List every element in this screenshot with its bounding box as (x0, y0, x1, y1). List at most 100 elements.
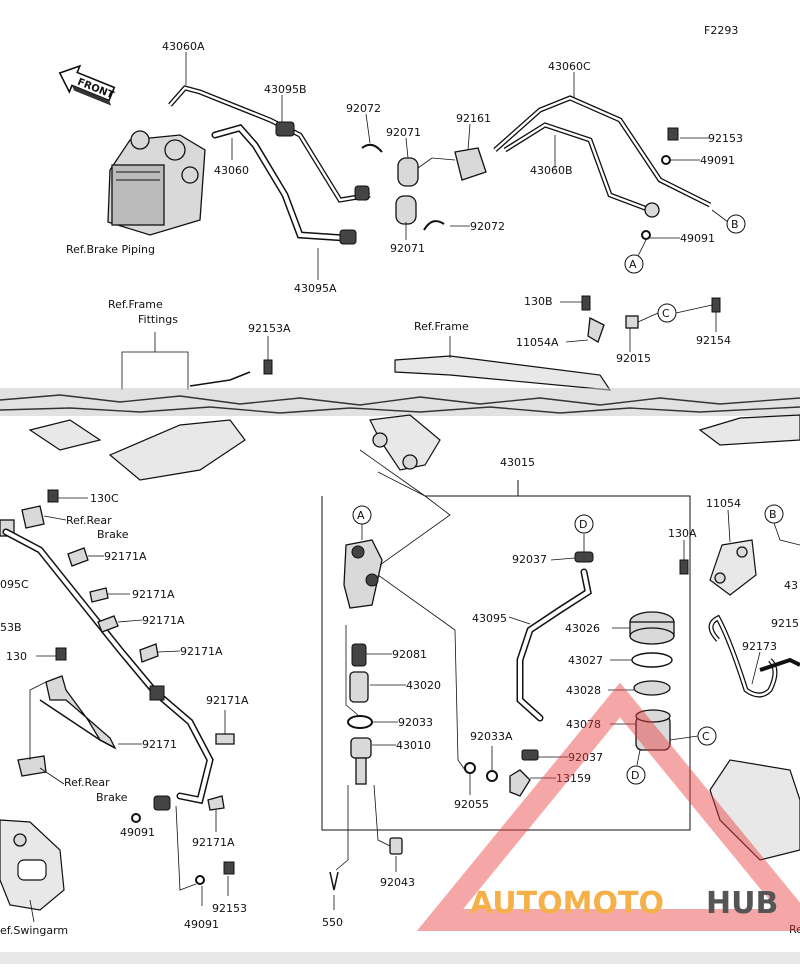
label-095C-edge: 095C (0, 578, 29, 591)
grommets-92171A (67, 547, 235, 811)
label-49091-b: 49091 (680, 232, 715, 245)
pin-92043 (389, 837, 403, 855)
grommet-lower (395, 195, 417, 225)
label-9215-edge: 9215 (771, 617, 799, 630)
callout-d-lower: D (626, 765, 646, 785)
callout-b-top: B (726, 214, 746, 234)
label-92071-b: 92071 (390, 242, 425, 255)
spring-92081 (351, 643, 367, 667)
hose-clamp-92171 (45, 675, 117, 750)
ref-rear-brake-1b: Brake (97, 528, 129, 541)
bolt-92153A (263, 359, 273, 375)
callout-a-mid: A (352, 505, 372, 525)
label-130: 130 (6, 650, 27, 663)
ref-frame-fittings-1: Ref.Frame (108, 298, 163, 311)
label-53B-edge: 53B (0, 621, 22, 634)
svg-text:D: D (631, 769, 639, 782)
svg-text:D: D (579, 518, 587, 531)
watermark-triangle-icon (416, 682, 800, 931)
label-130B: 130B (524, 295, 553, 308)
label-92154: 92154 (696, 334, 731, 347)
label-43-edge: 43 (784, 579, 798, 592)
bracket-fitting (108, 419, 246, 481)
svg-text:A: A (357, 509, 365, 522)
label-92072-a: 92072 (346, 102, 381, 115)
label-92055: 92055 (454, 798, 489, 811)
label-92171A-4: 92171A (180, 645, 223, 658)
clamp-lower-left (17, 755, 47, 777)
label-92033: 92033 (398, 716, 433, 729)
figure-code: F2293 (704, 24, 738, 37)
band-details (0, 394, 800, 414)
label-130A: 130A (668, 527, 697, 540)
washer-49091-lower (641, 230, 651, 240)
collar-92015 (625, 315, 639, 329)
label-43060: 43060 (214, 164, 249, 177)
clamp-upper-left (21, 505, 45, 529)
label-43028: 43028 (566, 684, 601, 697)
rear-frame-right (709, 759, 800, 861)
banjo-fitting (644, 202, 660, 218)
label-92037-b: 92037 (568, 751, 603, 764)
master-cylinder-body (343, 539, 383, 609)
o-ring-92055 (464, 762, 476, 774)
ref-frame: Ref.Frame (414, 320, 469, 333)
label-92081: 92081 (392, 648, 427, 661)
clamp-92037-upper (574, 551, 594, 563)
diaphragm-43028 (633, 680, 671, 696)
bracket-11054A (587, 317, 605, 343)
callout-c-mid: C (697, 726, 717, 746)
label-43060B: 43060B (530, 164, 573, 177)
svg-text:A: A (629, 258, 637, 271)
bolt-92153-lower (223, 861, 235, 875)
bolt-130B (581, 295, 591, 311)
o-ring-92033A (486, 770, 498, 782)
label-92015: 92015 (616, 352, 651, 365)
label-92171: 92171 (142, 738, 177, 751)
clip-92072-lower (423, 220, 445, 231)
callout-a-top: A (624, 254, 644, 274)
joint-13159 (509, 769, 531, 797)
cotter-pin-550 (329, 871, 339, 891)
label-92171A-6: 92171A (192, 836, 235, 849)
label-43026: 43026 (565, 622, 600, 635)
label-92171A-3: 92171A (142, 614, 185, 627)
label-92033A: 92033A (470, 730, 513, 743)
label-92153A: 92153A (248, 322, 291, 335)
label-11054: 11054 (706, 497, 741, 510)
piston-43020 (349, 671, 369, 703)
callout-d-mid: D (574, 514, 594, 534)
label-92171A-1: 92171A (104, 550, 147, 563)
label-43095A: 43095A (294, 282, 337, 295)
banjo-bolt (153, 795, 171, 811)
watermark: AUTOMOTO HUB (416, 682, 800, 931)
label-92072-b: 92072 (470, 220, 505, 233)
bracket-left (28, 419, 102, 451)
abs-unit (107, 130, 206, 236)
frame-fittings-bracket (121, 332, 273, 390)
label-92171A-2: 92171A (132, 588, 175, 601)
svg-text:B: B (769, 508, 777, 521)
bolt-130A (679, 559, 689, 575)
clip-92072-upper (361, 143, 383, 153)
plate-43027 (631, 652, 673, 668)
hose-joint (149, 685, 165, 701)
label-130C: 130C (90, 492, 119, 505)
label-92153: 92153 (708, 132, 743, 145)
label-92171A-5: 92171A (206, 694, 249, 707)
label-43060C: 43060C (548, 60, 591, 73)
label-43095: 43095 (472, 612, 507, 625)
ref-frame-fittings-2: Fittings (138, 313, 178, 326)
svg-text:C: C (662, 307, 670, 320)
label-92037-a: 92037 (512, 553, 547, 566)
frame-right-edge (698, 414, 800, 446)
ref-rear-brake-1a: Ref.Rear (66, 514, 112, 527)
label-43020: 43020 (406, 679, 441, 692)
bolt-130C (47, 489, 59, 503)
bolt-130 (55, 647, 67, 661)
bolt-92154 (711, 297, 721, 313)
label-43060A: 43060A (162, 40, 205, 53)
label-43015: 43015 (500, 456, 535, 469)
svg-text:C: C (702, 730, 710, 743)
